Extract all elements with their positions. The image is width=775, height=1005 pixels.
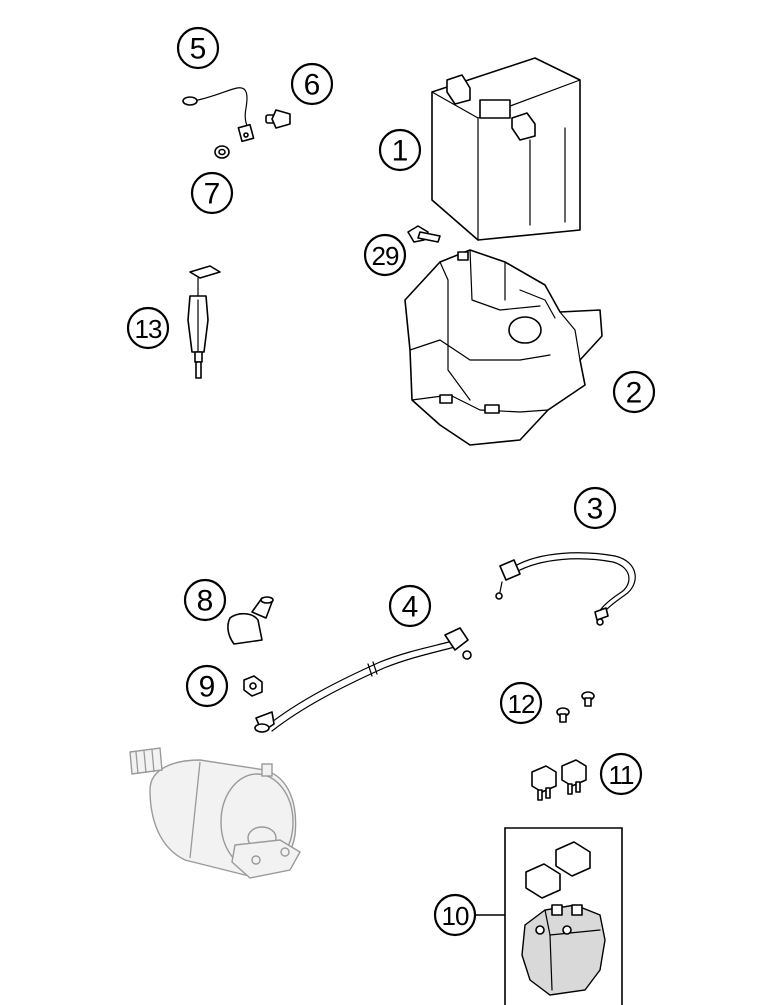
callout-12: 12 [499,681,543,725]
svg-text:3: 3 [587,493,604,526]
svg-text:29: 29 [372,241,399,271]
callout-3: 3 [573,486,617,530]
svg-text:2: 2 [626,377,643,410]
starter-relay-part[interactable] [504,827,623,1005]
svg-text:11: 11 [609,760,635,790]
callout-6: 6 [290,62,334,106]
svg-text:10: 10 [442,901,469,931]
starter-motor-part [129,747,301,879]
callout-2: 2 [612,370,656,414]
callout-11: 11 [599,752,643,796]
fuses-part[interactable] [531,759,587,801]
battery-cable-part[interactable] [495,552,636,626]
callout-4: 4 [388,584,432,628]
bolt-part[interactable] [407,225,441,243]
screws-part[interactable] [556,691,595,723]
svg-text:5: 5 [190,33,207,66]
battery-part[interactable] [431,57,581,241]
svg-text:12: 12 [508,689,535,719]
callout-29: 29 [363,233,407,277]
callout-1: 1 [378,128,422,172]
svg-text:1: 1 [392,135,409,168]
callout-9: 9 [185,664,229,708]
svg-text:13: 13 [135,314,162,344]
rubber-cap-part[interactable] [227,596,274,645]
nut-part[interactable] [243,675,263,697]
svg-text:8: 8 [197,585,214,618]
ground-cable-part[interactable] [182,87,255,143]
screw-part[interactable] [265,109,291,129]
starter-cable-part[interactable] [254,627,472,733]
svg-text:7: 7 [204,178,221,211]
svg-text:9: 9 [199,671,216,704]
callout-7: 7 [190,171,234,215]
callout-13: 13 [126,306,170,350]
callout-5: 5 [176,26,220,70]
battery-holder-part[interactable] [404,249,603,446]
tool-part[interactable] [187,265,221,379]
callout-10: 10 [433,893,477,937]
svg-text:4: 4 [402,591,419,624]
callout-8: 8 [183,578,227,622]
washer-part[interactable] [214,145,230,159]
svg-text:6: 6 [304,69,321,102]
